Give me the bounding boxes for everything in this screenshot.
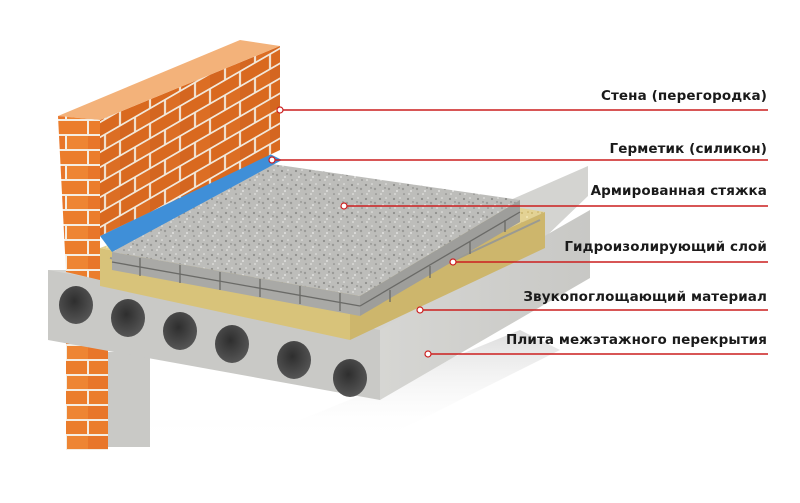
floor-shadow (130, 330, 560, 440)
slab-side-face (380, 210, 590, 400)
lower-wall (66, 340, 108, 450)
brick-wall-front (58, 116, 100, 280)
label-sealant: Герметик (силикон) (609, 141, 767, 157)
slab-hole (215, 325, 249, 363)
screed-side (360, 200, 520, 316)
slab-hole (333, 359, 367, 397)
label-slab: Плита межэтажного перекрытия (506, 332, 767, 348)
rebar-mesh (111, 211, 521, 311)
label-screed: Армированная стяжка (590, 183, 767, 199)
marker-dot (340, 202, 348, 210)
leader-markers (268, 106, 457, 358)
marker-dot (424, 350, 432, 358)
leader-lines (272, 109, 768, 355)
sound-layer-side (350, 212, 545, 340)
brick-wall-side (100, 46, 280, 236)
slab-hole (277, 341, 311, 379)
marker-dot (268, 156, 276, 164)
marker-dot (416, 306, 424, 314)
label-wall: Стена (перегородка) (600, 88, 767, 104)
lower-wall-support (108, 352, 150, 447)
screed-top (112, 164, 520, 296)
brick-wall-top (58, 40, 280, 120)
slab-hole (59, 286, 93, 324)
label-soundproofing: Звукопоглощающий материал (523, 289, 767, 305)
slab-hole (111, 299, 145, 337)
marker-dot (449, 258, 457, 266)
silicone-sealant (100, 154, 282, 252)
brick-wall (58, 40, 280, 280)
marker-dot (276, 106, 284, 114)
reinforced-screed (111, 164, 521, 316)
label-waterproofing: Гидроизолирующий слой (564, 239, 767, 255)
slab-hole (163, 312, 197, 350)
